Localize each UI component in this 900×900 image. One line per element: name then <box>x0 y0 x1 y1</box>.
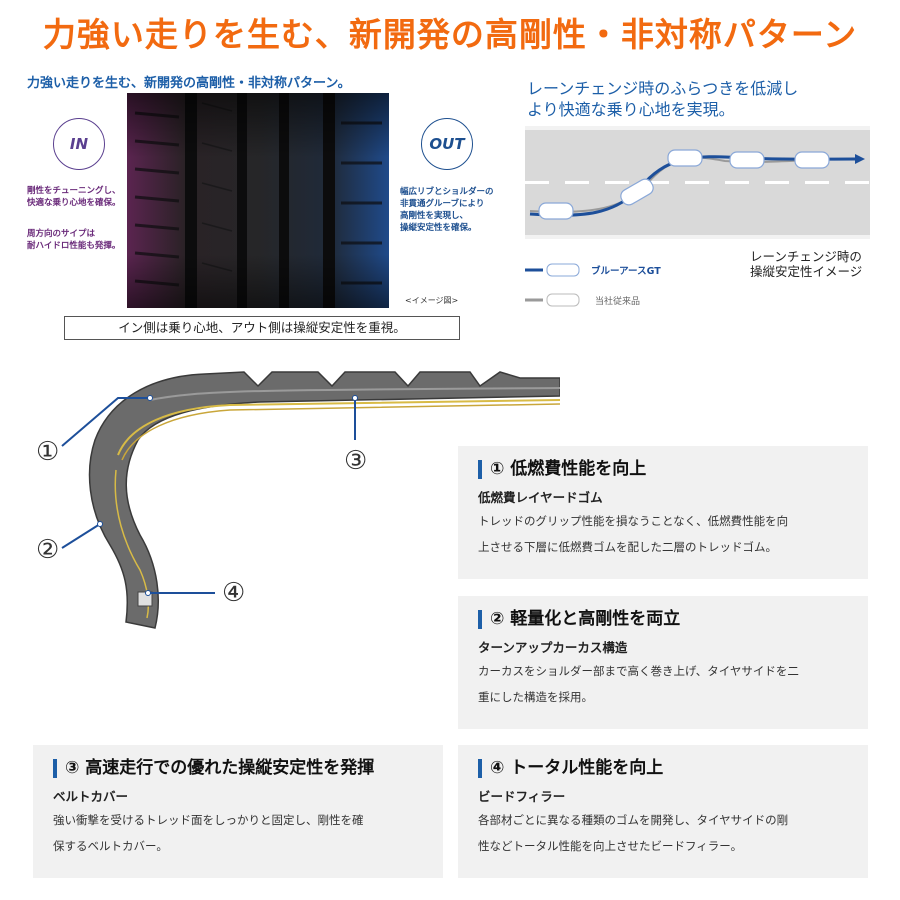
in-text-line: 快適な乗り心地を確保。 <box>27 198 121 208</box>
feature-title: ② 軽量化と高剛性を両立 <box>478 610 848 629</box>
tire-cross-section <box>0 360 561 650</box>
marker-4: ④ <box>222 578 246 608</box>
feature-title: ④ トータル性能を向上 <box>478 759 848 778</box>
headline: 力強い走りを生む、新開発の高剛性・非対称パターン <box>42 15 858 54</box>
feature-body-line: 性などトータル性能を向上させたビードフィラー。 <box>478 839 743 853</box>
footer-note: イン側は乗り心地、アウト側は操縦安定性を重視。 <box>64 316 460 340</box>
feature-body: 強い衝撃を受けるトレッド面をしっかりと固定し、剛性を確 保するベルトカバー。 <box>53 807 423 859</box>
feature-body: トレッドのグリップ性能を損なうことなく、低燃費性能を向 上させる下層に低燃費ゴム… <box>478 508 848 560</box>
in-text-line: 剛性をチューニングし、 <box>27 186 121 196</box>
out-description: 幅広リブとショルダーの 非貫通グルーブにより 高剛性を実現し、 操縦安定性を確保… <box>400 186 494 234</box>
in-description-2: 周方向のサイプは 耐ハイドロ性能も発揮。 <box>27 228 120 252</box>
in-text-line: 周方向のサイプは <box>27 229 96 239</box>
feature-body-line: 保するベルトカバー。 <box>53 839 168 853</box>
in-description-1: 剛性をチューニングし、 快適な乗り心地を確保。 <box>27 185 121 209</box>
feature-body-line: 重にした構造を採用。 <box>478 690 593 704</box>
feature-body-line: 各部材ごとに異なる種類のゴムを開発し、タイヤサイドの剛 <box>478 813 789 827</box>
feature-panel-3: ③ 高速走行での優れた操縦安定性を発揮 ベルトカバー 強い衝撃を受けるトレッド面… <box>33 745 443 878</box>
feature-body-line: カーカスをショルダー部まで高く巻き上げ、タイヤサイドを二 <box>478 664 799 678</box>
legend-blue-swatch <box>525 262 585 277</box>
out-text-line: 高剛性を実現し、 <box>400 211 469 221</box>
feature-body: カーカスをショルダー部まで高く巻き上げ、タイヤサイドを二 重にした構造を採用。 <box>478 658 848 710</box>
legend-blue-label: ブルーアースGT <box>591 266 661 277</box>
feature-panel-2: ② 軽量化と高剛性を両立 ターンアップカーカス構造 カーカスをショルダー部まで高… <box>458 596 868 729</box>
feature-title: ① 低燃費性能を向上 <box>478 460 848 479</box>
lane-caption-line: 操縦安定性イメージ <box>750 264 863 279</box>
feature-body-line: 上させる下層に低燃費ゴムを配した二層のトレッドゴム。 <box>478 540 777 554</box>
in-text-line: 耐ハイドロ性能も発揮。 <box>27 241 121 251</box>
out-text-line: 非貫通グルーブにより <box>400 199 485 209</box>
feature-body-line: トレッドのグリップ性能を損なうことなく、低燃費性能を向 <box>478 514 789 528</box>
feature-subtitle: 低燃費レイヤードゴム <box>478 490 603 505</box>
legend-gray-swatch <box>525 292 585 307</box>
out-badge: OUT <box>421 118 473 170</box>
lane-title-line: より快適な乗り心地を実現。 <box>527 100 735 119</box>
lane-caption: レーンチェンジ時の 操縦安定性イメージ <box>750 249 862 279</box>
lane-caption-line: レーンチェンジ時の <box>750 249 862 264</box>
feature-panel-1: ① 低燃費性能を向上 低燃費レイヤードゴム トレッドのグリップ性能を損なうことな… <box>458 446 868 579</box>
feature-body: 各部材ごとに異なる種類のゴムを開発し、タイヤサイドの剛 性などトータル性能を向上… <box>478 807 848 859</box>
image-note: <イメージ図> <box>405 296 459 305</box>
marker-1: ① <box>36 437 60 467</box>
tire-subtitle: 力強い走りを生む、新開発の高剛性・非対称パターン。 <box>27 76 351 91</box>
legend-gray-label: 当社従来品 <box>595 297 641 307</box>
feature-title: ③ 高速走行での優れた操縦安定性を発揮 <box>53 759 423 778</box>
marker-3: ③ <box>344 446 368 476</box>
feature-body-line: 強い衝撃を受けるトレッド面をしっかりと固定し、剛性を確 <box>53 813 364 827</box>
feature-subtitle: ターンアップカーカス構造 <box>478 640 628 655</box>
in-badge: IN <box>53 118 105 170</box>
feature-subtitle: ベルトカバー <box>53 789 129 804</box>
lane-change-diagram <box>525 126 870 239</box>
lane-change-title: レーンチェンジ時のふらつきを低減し より快適な乗り心地を実現。 <box>527 78 798 120</box>
feature-panel-4: ④ トータル性能を向上 ビードフィラー 各部材ごとに異なる種類のゴムを開発し、タ… <box>458 745 868 878</box>
lane-title-line: レーンチェンジ時のふらつきを低減し <box>527 79 799 98</box>
out-text-line: 幅広リブとショルダーの <box>400 187 494 197</box>
tire-tread-image <box>127 93 389 308</box>
feature-subtitle: ビードフィラー <box>478 789 566 804</box>
out-text-line: 操縦安定性を確保。 <box>400 223 477 233</box>
marker-2: ② <box>36 535 60 565</box>
